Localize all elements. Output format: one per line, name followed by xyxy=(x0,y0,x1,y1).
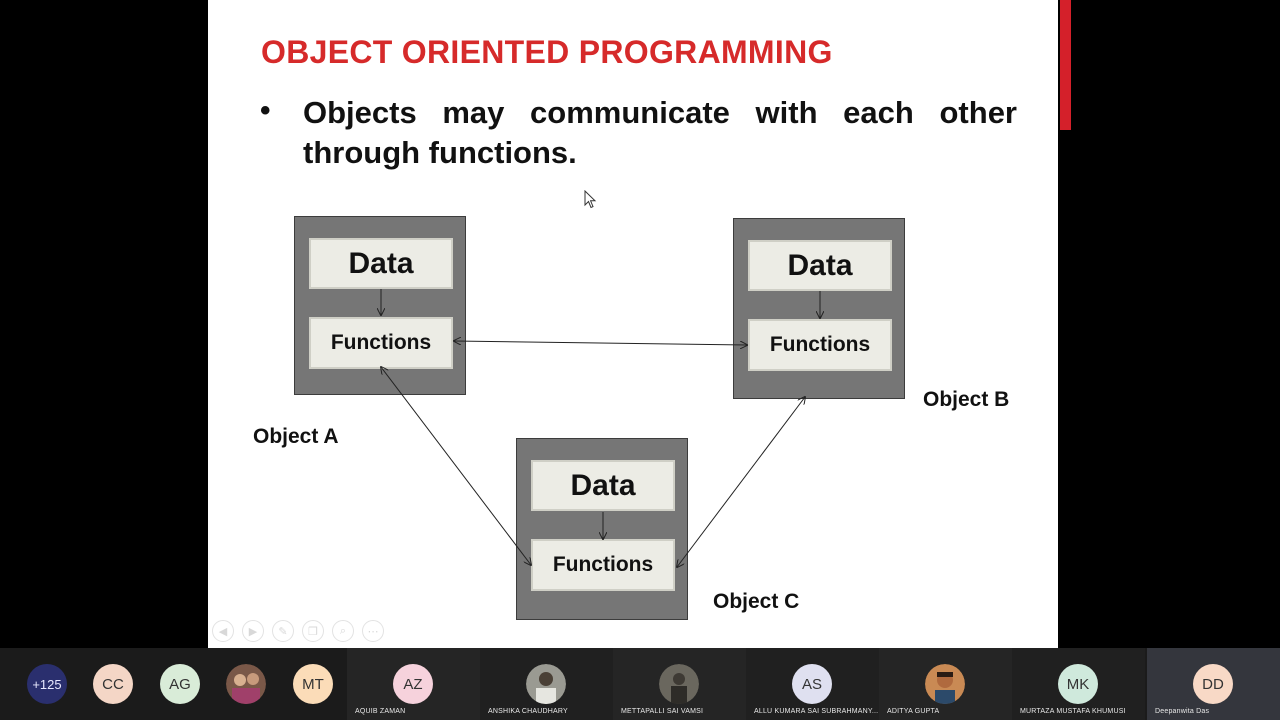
participant-tile[interactable]: MK MURTAZA MUSTAFA KHUMUSI xyxy=(1012,648,1145,720)
bullet-text: Objects may communicate with each other … xyxy=(303,95,1017,170)
object-b-label: Object B xyxy=(923,388,1010,411)
arrow-c-to-b xyxy=(677,397,805,567)
arrow-a-to-c xyxy=(381,367,531,565)
more-participants-count: +125 xyxy=(27,664,67,704)
avatar-photo xyxy=(925,664,965,704)
participant-name: ALLU KUMARA SAI SUBRAHMANY... xyxy=(754,708,879,715)
participant-name: Deepanwita Das xyxy=(1155,708,1210,715)
avatar: AG xyxy=(160,664,200,704)
arrow-a-to-b xyxy=(454,341,747,345)
zoom-icon[interactable]: ⌕ xyxy=(332,620,354,642)
participant-tile[interactable]: AS ALLU KUMARA SAI SUBRAHMANY... xyxy=(746,648,879,720)
participant-strip: +125 CC AG MT AZ AQUIB ZAMAN ANSHIKA CHA… xyxy=(0,648,1280,720)
object-b-box: Data Functions xyxy=(733,218,905,399)
previous-icon[interactable]: ◀ xyxy=(212,620,234,642)
avatar: CC xyxy=(93,664,133,704)
object-a-data-box: Data xyxy=(309,238,453,289)
participant-name: MURTAZA MUSTAFA KHUMUSI xyxy=(1020,708,1126,715)
slide-nav-controls: ◀ ▶ ✎ ❐ ⌕ ⋯ xyxy=(212,620,384,642)
avatar-photo xyxy=(226,664,266,704)
object-a-label: Object A xyxy=(253,425,339,448)
connector-arrows xyxy=(208,289,1058,648)
object-c-functions-box: Functions xyxy=(531,539,675,591)
object-a-functions-box: Functions xyxy=(309,317,453,369)
participant-tile[interactable] xyxy=(213,648,279,720)
object-c-box: Data Functions xyxy=(516,438,688,620)
avatar: AS xyxy=(792,664,832,704)
next-icon[interactable]: ▶ xyxy=(242,620,264,642)
participant-name: AQUIB ZAMAN xyxy=(355,708,406,715)
mouse-cursor-icon xyxy=(584,190,597,209)
participant-tile[interactable]: ADITYA GUPTA xyxy=(879,648,1012,720)
avatar: AZ xyxy=(393,664,433,704)
presentation-slide: OBJECT ORIENTED PROGRAMMING • Objects ma… xyxy=(208,0,1058,648)
participant-name: METTAPALLI SAI VAMSI xyxy=(621,708,704,715)
participant-tile-active-speaker[interactable]: DD Deepanwita Das xyxy=(1147,648,1280,720)
participant-name: ANSHIKA CHAUDHARY xyxy=(488,708,568,715)
pen-icon[interactable]: ✎ xyxy=(272,620,294,642)
avatar-photo xyxy=(659,664,699,704)
object-b-data-box: Data xyxy=(748,240,892,291)
accent-bar xyxy=(1060,0,1071,130)
participant-tile[interactable]: MT xyxy=(280,648,346,720)
participant-tile[interactable]: CC xyxy=(80,648,146,720)
avatar: MT xyxy=(293,664,333,704)
participant-tile[interactable]: ANSHIKA CHAUDHARY xyxy=(480,648,613,720)
participant-tile[interactable]: AG xyxy=(147,648,213,720)
bullet-point-icon: • xyxy=(260,94,271,127)
participant-name: ADITYA GUPTA xyxy=(887,708,940,715)
avatar-photo xyxy=(526,664,566,704)
object-a-box: Data Functions xyxy=(294,216,466,395)
avatar: MK xyxy=(1058,664,1098,704)
participant-tile[interactable]: AZ AQUIB ZAMAN xyxy=(347,648,480,720)
copy-icon[interactable]: ❐ xyxy=(302,620,324,642)
more-icon[interactable]: ⋯ xyxy=(362,620,384,642)
object-b-functions-box: Functions xyxy=(748,319,892,371)
slide-title: OBJECT ORIENTED PROGRAMMING xyxy=(261,34,833,70)
participant-tile[interactable]: METTAPALLI SAI VAMSI xyxy=(613,648,746,720)
avatar: DD xyxy=(1193,664,1233,704)
more-participants-tile[interactable]: +125 xyxy=(14,648,80,720)
object-c-data-box: Data xyxy=(531,460,675,511)
object-c-label: Object C xyxy=(713,590,800,613)
